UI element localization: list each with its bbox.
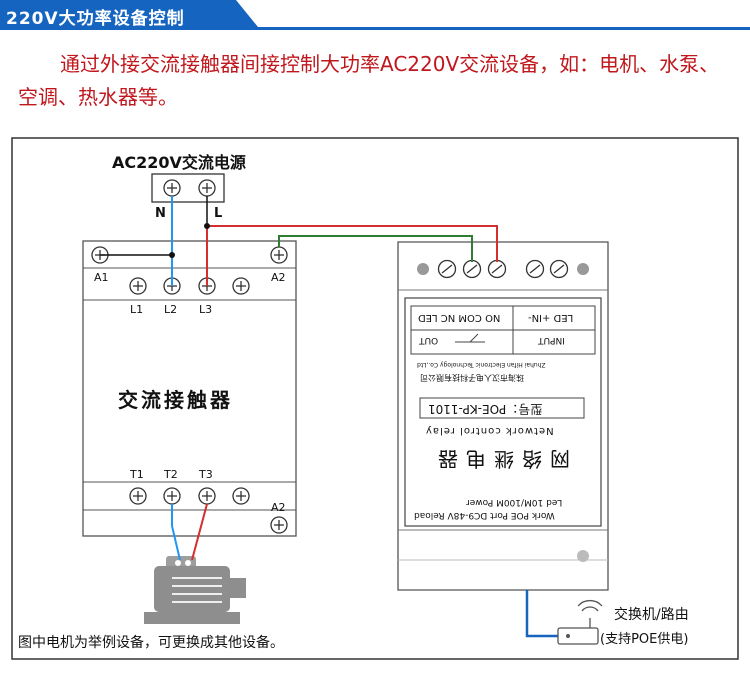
relay-company-cn: 珠海市汉人电子科技有限公司 [420, 373, 524, 382]
motor-icon [144, 556, 246, 624]
header-title: 220V大功率设备控制 [6, 9, 185, 29]
wire-t2-motor [171, 504, 181, 561]
relay-input-label: INPUT [538, 335, 565, 345]
contactor-label-l1: L1 [130, 303, 144, 316]
wire-a2-relay [278, 235, 473, 262]
contactor-label-t2: T2 [164, 468, 178, 481]
contactor-label-a2-top: A2 [271, 271, 286, 284]
intro-text: 通过外接交流接触器间接控制大功率AC220V交流设备，如：电机、水泵、空调、热水… [18, 52, 720, 109]
relay-title: 网络继电器 [430, 447, 570, 471]
relay-out-label: OUT [419, 335, 439, 345]
contactor-label-l3: L3 [199, 303, 213, 316]
relay-terminal-header-left: LED +IN- [528, 312, 574, 323]
relay-terminal-header-right: NO COM NC LED [418, 312, 501, 323]
relay-subtitle: Network control relay [425, 425, 554, 436]
ac-contactor [82, 240, 297, 537]
contactor-name: 交流接触器 [118, 388, 233, 412]
relay-model: 型号：POE-KP-1101 [428, 402, 543, 416]
contactor-label-a2-bottom: A2 [271, 501, 286, 514]
relay-status-row2: Work POE Port DC9-48V Reload [414, 510, 555, 520]
footnote: 图中电机为举例设备，可更换成其他设备。 [18, 635, 284, 651]
wire-t3-motor [191, 503, 208, 561]
relay-company-en: Zhuhai Hifan Electronic Technology Co.,L… [417, 361, 546, 368]
contactor-label-t1: T1 [130, 468, 144, 481]
power-source-label: AC220V交流电源 [112, 153, 246, 172]
wire-network [525, 590, 558, 638]
switch-label: 交换机/路由 [614, 607, 689, 623]
header-bar [0, 0, 750, 30]
network-relay [397, 241, 609, 591]
router-icon [557, 600, 603, 645]
contactor-label-l2: L2 [164, 303, 178, 316]
neutral-label: N [155, 206, 166, 221]
switch-note: (支持POE供电) [600, 632, 689, 647]
contactor-label-a1: A1 [94, 271, 109, 284]
contactor-label-t3: T3 [199, 468, 213, 481]
live-label: L [214, 206, 223, 221]
relay-status-row1: Led 10M/100M Power [466, 497, 563, 507]
